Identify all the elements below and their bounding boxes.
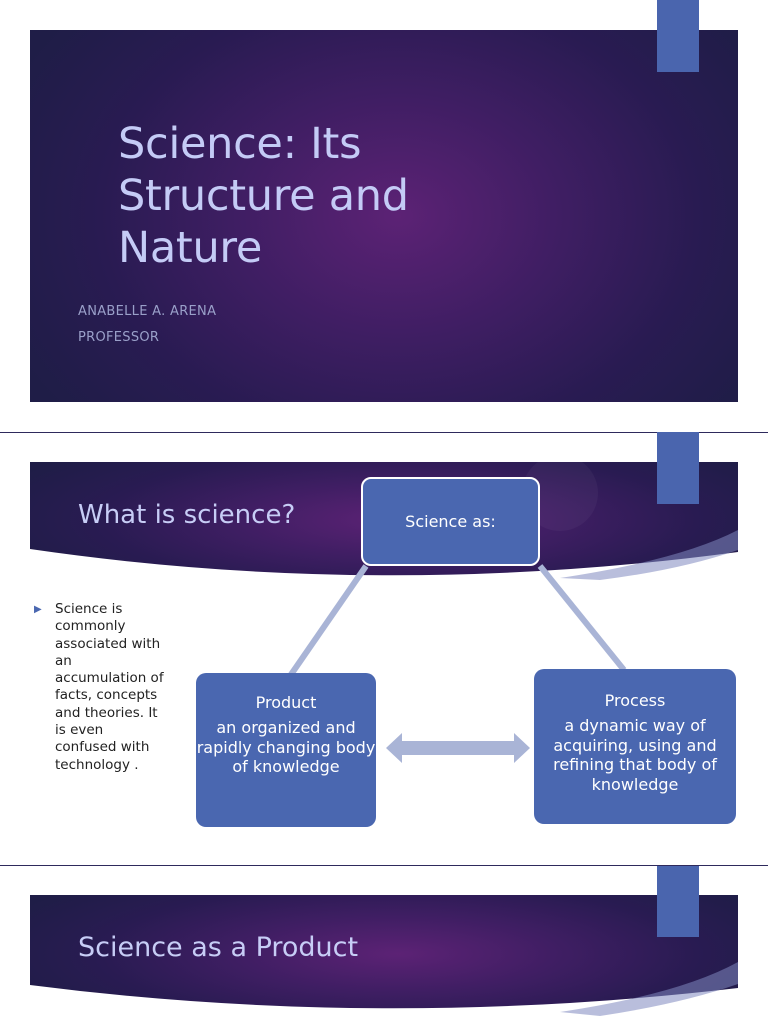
- slide-tab-accent: [657, 866, 699, 937]
- slide-tab-accent: [657, 0, 699, 72]
- slide-divider: [0, 432, 768, 433]
- title-slide: [30, 30, 738, 402]
- diagram-node-process: Process a dynamic way of acquiring, usin…: [534, 669, 736, 824]
- connector-line-right: [537, 564, 627, 672]
- node-description: an organized and rapidly changing body o…: [196, 718, 376, 776]
- node-heading: Product: [255, 693, 317, 712]
- bullet-text: Science is commonly associated with an a…: [55, 601, 164, 773]
- author-name: ANABELLE A. ARENA: [78, 304, 217, 319]
- diagram-node-science-as: Science as:: [361, 477, 540, 566]
- slide-divider: [0, 865, 768, 866]
- double-arrow-icon: [386, 733, 530, 763]
- node-heading: Process: [604, 691, 666, 710]
- header-band: [30, 895, 738, 1013]
- connector-line-left: [287, 564, 369, 678]
- diagram-node-product: Product an organized and rapidly changin…: [196, 673, 376, 827]
- slide-title: What is science?: [78, 500, 296, 530]
- slide-title: Science as a Product: [78, 932, 359, 963]
- author-role: PROFESSOR: [78, 330, 160, 345]
- slide-title: Science: Its Structure and Nature: [118, 119, 409, 273]
- slide-tab-accent: [657, 432, 699, 504]
- bullet-arrow-icon: ▶: [34, 604, 42, 615]
- node-description: a dynamic way of acquiring, using and re…: [553, 716, 717, 794]
